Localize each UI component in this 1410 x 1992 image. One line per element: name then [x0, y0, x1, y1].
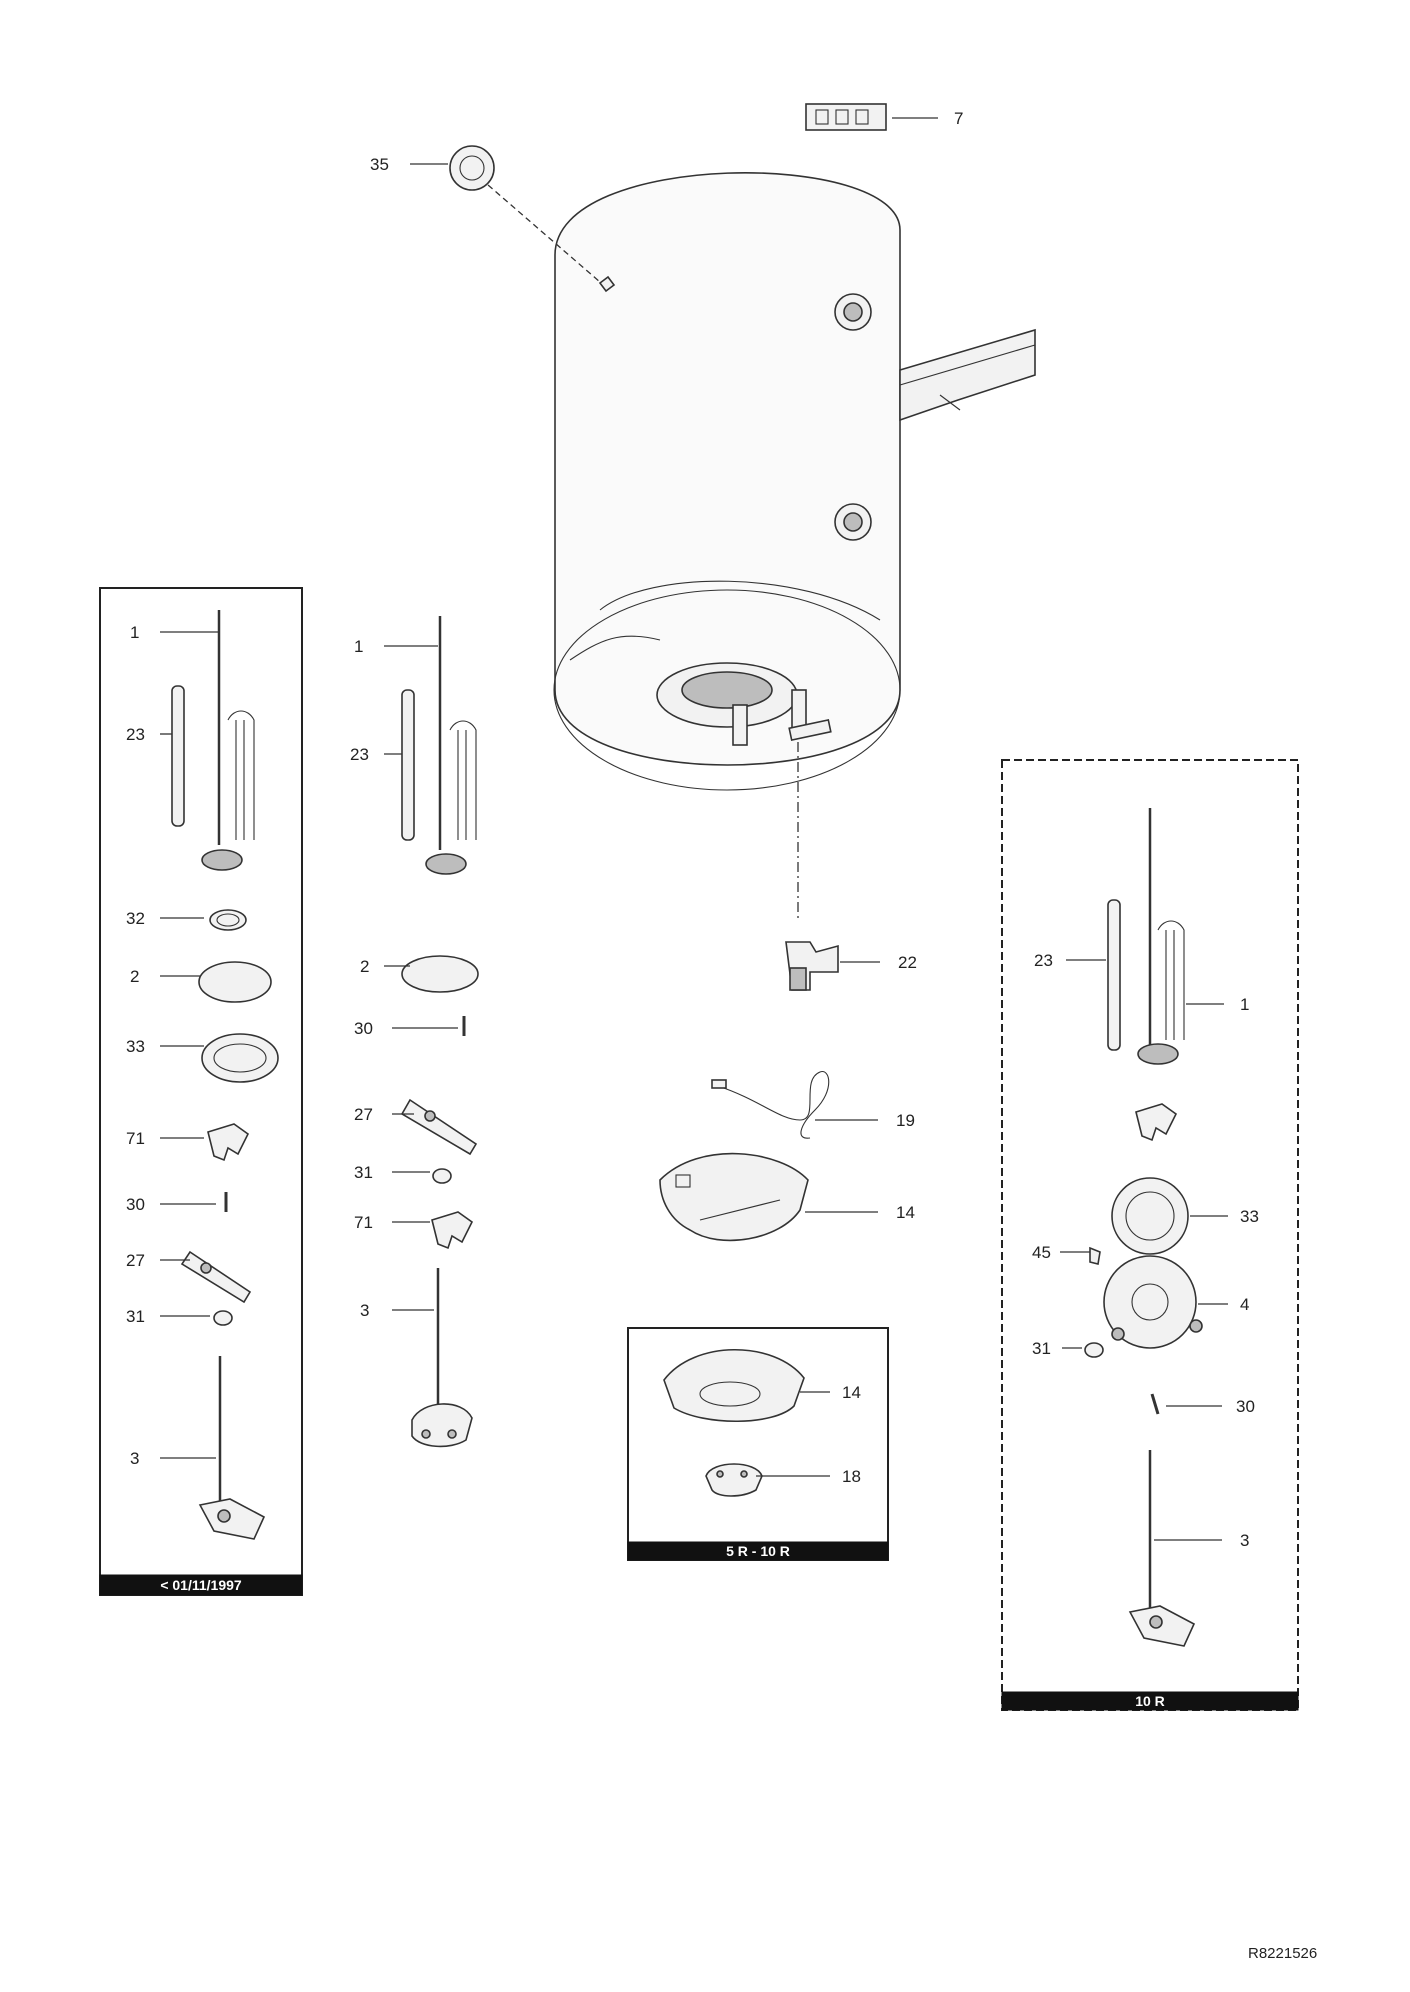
- right-callout-23: 23: [1034, 951, 1053, 970]
- right-callout-31: 31: [1032, 1339, 1051, 1358]
- column-middle: 1 23 2 30 27 31 71 3: [350, 616, 479, 1448]
- part-14-cover: 14: [659, 1152, 915, 1242]
- mid-callout-27: 27: [354, 1105, 373, 1124]
- mid-callout-23: 23: [350, 745, 369, 764]
- left-callout-71: 71: [126, 1129, 145, 1148]
- center-callout-18: 18: [842, 1467, 861, 1486]
- right-callout-33: 33: [1240, 1207, 1259, 1226]
- left-callout-27: 27: [126, 1251, 145, 1270]
- right-callout-45: 45: [1032, 1243, 1051, 1262]
- left-callout-2: 2: [130, 967, 139, 986]
- mid-callout-1: 1: [354, 637, 363, 656]
- left-callout-33: 33: [126, 1037, 145, 1056]
- mid-callout-31: 31: [354, 1163, 373, 1182]
- right-callout-4: 4: [1240, 1295, 1249, 1314]
- left-callout-23: 23: [126, 725, 145, 744]
- left-callout-1: 1: [130, 623, 139, 642]
- box-center-5r-10r: 5 R - 10 R 14 18: [627, 1327, 889, 1561]
- callout-19: 19: [896, 1111, 915, 1130]
- mid-callout-71: 71: [354, 1213, 373, 1232]
- reference-code: R8221526: [1248, 1945, 1317, 1962]
- right-callout-30: 30: [1236, 1397, 1255, 1416]
- part-7-mounting-bracket: 7: [805, 103, 963, 131]
- box-footer-center: 5 R - 10 R: [726, 1543, 790, 1559]
- mid-callout-3: 3: [360, 1301, 369, 1320]
- box-footer-left: < 01/11/1997: [160, 1577, 242, 1593]
- box-left-pre-1997: < 01/11/1997 1 23 32 2 33 71 30: [99, 587, 303, 1596]
- callout-22: 22: [898, 953, 917, 972]
- box-right-10r: 10 R 23 1 33 45 4 31 30: [1001, 759, 1299, 1711]
- left-callout-31: 31: [126, 1307, 145, 1326]
- left-callout-32: 32: [126, 909, 145, 928]
- callout-35: 35: [370, 155, 389, 174]
- mid-callout-30: 30: [354, 1019, 373, 1038]
- box-footer-right: 10 R: [1135, 1693, 1165, 1709]
- center-callout-14: 14: [842, 1383, 861, 1402]
- water-heater-tank: [553, 172, 1036, 791]
- part-19-thermostat: 19: [711, 1071, 915, 1139]
- callout-14: 14: [896, 1203, 915, 1222]
- right-callout-1: 1: [1240, 995, 1249, 1014]
- left-callout-30: 30: [126, 1195, 145, 1214]
- right-callout-3: 3: [1240, 1531, 1249, 1550]
- left-callout-3: 3: [130, 1449, 139, 1468]
- mid-callout-2: 2: [360, 957, 369, 976]
- part-35-cap: 35: [370, 145, 601, 283]
- callout-7: 7: [954, 109, 963, 128]
- part-22-valve: 22: [785, 742, 917, 991]
